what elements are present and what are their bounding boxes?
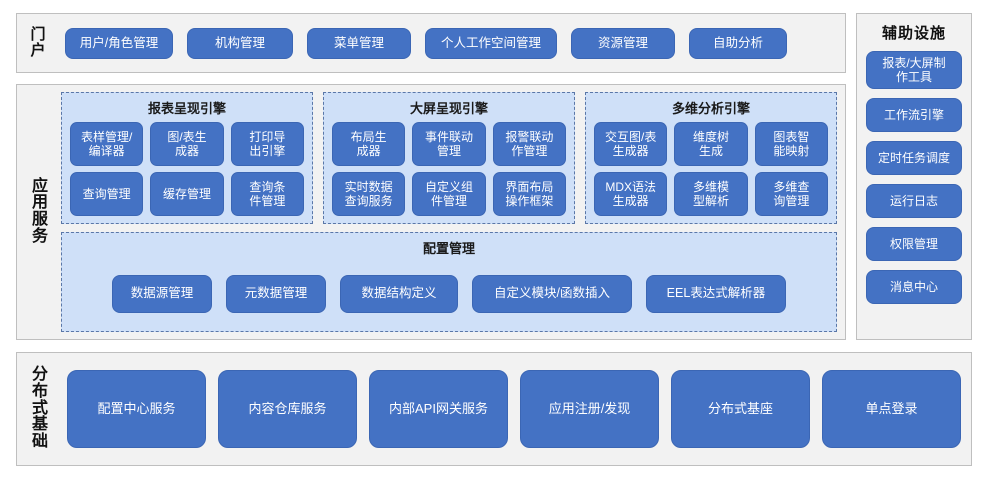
btn-custom-module-function-insert[interactable]: 自定义模块/函数插入 <box>472 274 632 313</box>
engine-groups: 报表呈现引擎 表样管理/ 编译器 图/表生 成器 打印导 出引擎 查询管理 缓存… <box>61 92 837 224</box>
aux-button-permission-management[interactable]: 权限管理 <box>866 227 962 261</box>
portal-button-resource-management[interactable]: 资源管理 <box>571 27 675 59</box>
aux-button-message-center[interactable]: 消息中心 <box>866 270 962 304</box>
portal-section: 门户 用户/角色管理 机构管理 菜单管理 个人工作空间管理 资源管理 自助分析 <box>16 13 846 73</box>
application-services-label: 应用服务 <box>31 177 48 245</box>
portal-section-label: 门户 <box>30 26 46 59</box>
aux-button-scheduled-task-scheduler[interactable]: 定时任务调度 <box>866 141 962 175</box>
btn-mdx-syntax-generator[interactable]: MDX语法 生成器 <box>594 172 668 216</box>
group-title-report-rendering-engine: 报表呈现引擎 <box>147 101 226 116</box>
btn-realtime-data-query-service[interactable]: 实时数据 查询服务 <box>332 172 406 216</box>
btn-alarm-linkage-action-management[interactable]: 报警联动 作管理 <box>492 122 566 166</box>
distributed-base-button-group: 配置中心服务 内容仓库服务 内部API网关服务 应用注册/发现 分布式基座 单点… <box>61 370 961 448</box>
group-grid-report-rendering-engine: 表样管理/ 编译器 图/表生 成器 打印导 出引擎 查询管理 缓存管理 查询条 … <box>70 122 304 216</box>
distributed-base-label-wrap: 分布式基础 <box>19 367 61 450</box>
base-button-app-registration-discovery[interactable]: 应用注册/发现 <box>520 370 659 448</box>
portal-button-group: 用户/角色管理 机构管理 菜单管理 个人工作空间管理 资源管理 自助分析 <box>65 27 787 59</box>
btn-layout-generator[interactable]: 布局生 成器 <box>332 122 406 166</box>
aux-button-runtime-log[interactable]: 运行日志 <box>866 184 962 218</box>
group-grid-large-screen-rendering-engine: 布局生 成器 事件联动 管理 报警联动 作管理 实时数据 查询服务 自定义组 件… <box>332 122 566 216</box>
group-grid-multidimensional-analysis-engine: 交互图/表 生成器 维度树 生成 图表智 能映射 MDX语法 生成器 多维模 型… <box>594 122 828 216</box>
btn-print-export-engine[interactable]: 打印导 出引擎 <box>230 122 304 166</box>
aux-button-report-dashboard-authoring-tool[interactable]: 报表/大屏制 作工具 <box>866 51 962 89</box>
btn-report-template-management-compiler[interactable]: 表样管理/ 编译器 <box>70 122 144 166</box>
application-services-label-wrap: 应用服务 <box>19 92 61 332</box>
group-title-configuration-management: 配置管理 <box>422 241 475 256</box>
group-configuration-management: 配置管理 数据源管理 元数据管理 数据结构定义 自定义模块/函数插入 EEL表达… <box>61 232 837 332</box>
btn-query-management[interactable]: 查询管理 <box>70 172 144 216</box>
group-report-rendering-engine: 报表呈现引擎 表样管理/ 编译器 图/表生 成器 打印导 出引擎 查询管理 缓存… <box>61 92 313 224</box>
distributed-base-section: 分布式基础 配置中心服务 内容仓库服务 内部API网关服务 应用注册/发现 分布… <box>16 352 972 466</box>
portal-button-menu-management[interactable]: 菜单管理 <box>307 27 411 59</box>
auxiliary-facilities-list: 报表/大屏制 作工具 工作流引擎 定时任务调度 运行日志 权限管理 消息中心 <box>857 51 971 304</box>
group-multidimensional-analysis-engine: 多维分析引擎 交互图/表 生成器 维度树 生成 图表智 能映射 MDX语法 生成… <box>585 92 837 224</box>
btn-chart-intelligent-mapping[interactable]: 图表智 能映射 <box>754 122 828 166</box>
base-button-content-repository-service[interactable]: 内容仓库服务 <box>218 370 357 448</box>
btn-metadata-management[interactable]: 元数据管理 <box>226 274 326 313</box>
btn-ui-layout-operation-framework[interactable]: 界面布局 操作框架 <box>492 172 566 216</box>
aux-button-workflow-engine[interactable]: 工作流引擎 <box>866 98 962 132</box>
btn-multidimensional-model-parsing[interactable]: 多维模 型解析 <box>674 172 748 216</box>
application-services-section: 应用服务 报表呈现引擎 表样管理/ 编译器 图/表生 成器 打印导 出引擎 查询… <box>16 84 846 340</box>
btn-query-condition-management[interactable]: 查询条 件管理 <box>230 172 304 216</box>
group-large-screen-rendering-engine: 大屏呈现引擎 布局生 成器 事件联动 管理 报警联动 作管理 实时数据 查询服务… <box>323 92 575 224</box>
btn-multidimensional-query-management[interactable]: 多维查 询管理 <box>754 172 828 216</box>
group-title-large-screen-rendering-engine: 大屏呈现引擎 <box>409 101 488 116</box>
btn-dimension-tree-generation[interactable]: 维度树 生成 <box>674 122 748 166</box>
btn-interactive-chart-table-generator[interactable]: 交互图/表 生成器 <box>594 122 668 166</box>
btn-eel-expression-parser[interactable]: EEL表达式解析器 <box>646 274 786 313</box>
distributed-base-label: 分布式基础 <box>31 366 48 450</box>
base-button-config-center-service[interactable]: 配置中心服务 <box>67 370 206 448</box>
btn-chart-table-generator[interactable]: 图/表生 成器 <box>150 122 224 166</box>
portal-button-org-management[interactable]: 机构管理 <box>187 27 293 59</box>
base-button-internal-api-gateway-service[interactable]: 内部API网关服务 <box>369 370 508 448</box>
portal-button-user-role-management[interactable]: 用户/角色管理 <box>65 27 173 59</box>
portal-button-personal-workspace-management[interactable]: 个人工作空间管理 <box>425 27 557 59</box>
group-title-multidimensional-analysis-engine: 多维分析引擎 <box>671 101 750 116</box>
base-button-single-sign-on[interactable]: 单点登录 <box>822 370 961 448</box>
portal-button-self-service-analysis[interactable]: 自助分析 <box>689 27 787 59</box>
btn-event-linkage-management[interactable]: 事件联动 管理 <box>412 122 486 166</box>
btn-data-structure-definition[interactable]: 数据结构定义 <box>340 274 458 313</box>
configuration-management-buttons: 数据源管理 元数据管理 数据结构定义 自定义模块/函数插入 EEL表达式解析器 <box>70 264 828 323</box>
btn-cache-management[interactable]: 缓存管理 <box>150 172 224 216</box>
auxiliary-facilities-section: 辅助设施 报表/大屏制 作工具 工作流引擎 定时任务调度 运行日志 权限管理 消… <box>856 13 972 340</box>
btn-datasource-management[interactable]: 数据源管理 <box>112 274 212 313</box>
btn-custom-component-management[interactable]: 自定义组 件管理 <box>412 172 486 216</box>
auxiliary-facilities-title: 辅助设施 <box>881 25 946 42</box>
base-button-distributed-foundation[interactable]: 分布式基座 <box>671 370 810 448</box>
